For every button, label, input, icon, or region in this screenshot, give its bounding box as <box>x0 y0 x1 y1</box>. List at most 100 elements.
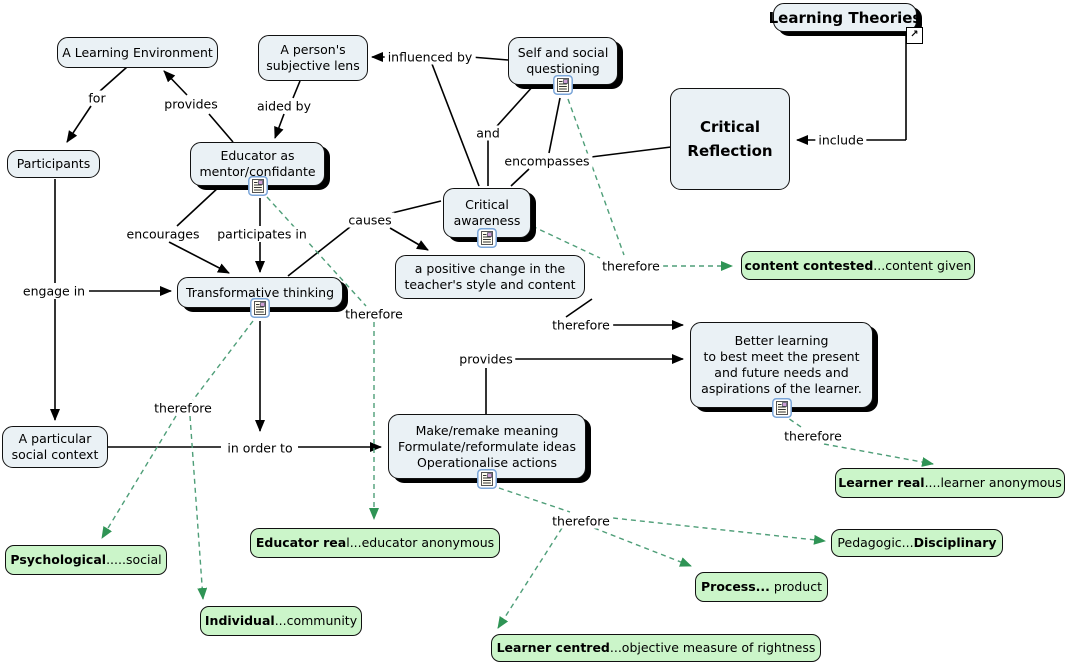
node-text: questioning <box>526 61 600 76</box>
node-text: aspirations of the learner. <box>701 381 862 396</box>
node-text-segment: ...content given <box>873 257 972 273</box>
link-line <box>292 80 301 99</box>
node-text: content contested...content given <box>745 258 972 274</box>
edge-label-therefore-educator[interactable]: therefore <box>342 306 406 322</box>
dashed-link-line <box>498 487 571 513</box>
edge-label-therefore-learner[interactable]: therefore <box>781 428 845 444</box>
node-text: mentor/confidante <box>199 164 316 179</box>
node-learning-theories[interactable]: Learning Theories↗ <box>769 3 923 44</box>
edge-label-participates-in[interactable]: participates in <box>214 226 310 242</box>
node-text: Psychological.....social <box>10 552 161 568</box>
edge-label-include[interactable]: include <box>815 132 867 148</box>
edge-label-and[interactable]: and <box>473 125 503 141</box>
resource-icon[interactable] <box>250 298 270 318</box>
document-with-image-glyph <box>250 298 270 318</box>
node-text-segment: l...educator anonymous <box>346 535 495 550</box>
edge-label-causes[interactable]: causes <box>345 212 395 228</box>
node-text: Learner real....learner anonymous <box>838 475 1061 491</box>
node-text-segment: ...objective measure of rightness <box>609 640 816 655</box>
link-line <box>590 146 672 158</box>
document-with-image-glyph <box>477 228 497 248</box>
edge-label-engage-in[interactable]: engage in <box>19 283 89 299</box>
link-line <box>99 66 128 92</box>
node-text: Learning Theories <box>768 8 922 27</box>
node-text: Learner centred...objective measure of r… <box>497 640 816 656</box>
edge-label-therefore-better[interactable]: therefore <box>549 317 613 333</box>
node-psychological-social[interactable]: Psychological.....social <box>5 545 167 575</box>
node-text-segment: Educator rea <box>255 535 347 550</box>
node-participants[interactable]: Participants <box>7 150 100 178</box>
node-text: Participants <box>16 156 91 171</box>
link-line <box>431 63 480 187</box>
edge-label-influenced-by[interactable]: influenced by <box>384 49 476 65</box>
link-line <box>391 200 442 214</box>
node-text-segment: Pedagogic... <box>837 535 914 550</box>
node-text: Critical <box>699 118 760 136</box>
node-process-product[interactable]: Process... product <box>695 572 828 602</box>
node-text: subjective lens <box>266 58 360 73</box>
node-text-segment: Learner centred <box>496 640 610 655</box>
dashed-link-line <box>593 527 692 567</box>
resource-icon[interactable] <box>553 75 573 95</box>
link-line <box>163 70 188 96</box>
dashed-link-line <box>189 415 208 600</box>
link-line <box>510 168 530 187</box>
resource-icon[interactable] <box>477 469 497 489</box>
node-text: A particular <box>18 431 92 446</box>
node-text: Formulate/reformulate ideas <box>398 438 576 454</box>
edge-label-provides-2[interactable]: provides <box>456 351 516 367</box>
node-text: Process... product <box>701 579 822 595</box>
node-transformative-thinking[interactable]: Transformative thinking <box>177 277 343 318</box>
node-text-segment: product <box>769 579 822 594</box>
edge-label-therefore-content[interactable]: therefore <box>599 258 663 274</box>
dashed-link-line <box>192 320 254 401</box>
edge-label-encompasses[interactable]: encompasses <box>501 153 593 169</box>
link-arrow-icon[interactable]: ↗ <box>906 27 923 44</box>
dashed-link-line <box>612 517 826 545</box>
resource-icon[interactable] <box>477 228 497 248</box>
dashed-link-line <box>567 98 625 256</box>
edge-label-for[interactable]: for <box>85 90 109 106</box>
edge-label-provides-1[interactable]: provides <box>161 96 221 112</box>
node-individual-community[interactable]: Individual...community <box>200 606 362 636</box>
resource-icon[interactable] <box>247 176 268 196</box>
node-text-segment: Disciplinary <box>913 535 997 550</box>
link-line <box>208 113 234 143</box>
node-educator-real[interactable]: Educator real...educator anonymous <box>250 528 500 558</box>
node-text: A Learning Environment <box>62 44 213 60</box>
edge-label-aided-by[interactable]: aided by <box>254 98 314 114</box>
node-text-segment: Individual <box>204 613 275 628</box>
document-with-image-glyph <box>247 176 268 196</box>
link-line <box>66 105 92 143</box>
node-learner-centred[interactable]: Learner centred...objective measure of r… <box>491 634 821 662</box>
edge-label-encourages[interactable]: encourages <box>123 226 203 242</box>
node-text: Individual...community <box>205 613 357 629</box>
edge-label-therefore-make[interactable]: therefore <box>549 513 613 529</box>
link-line <box>548 97 561 154</box>
node-a-learning-environment[interactable]: A Learning Environment <box>57 37 218 68</box>
link-line <box>389 227 429 251</box>
node-text-segment: ....learner anonymous <box>924 475 1062 490</box>
link-line <box>274 113 285 139</box>
node-text: Reflection <box>687 142 773 160</box>
node-pedagogic-disciplinary[interactable]: Pedagogic...Disciplinary <box>831 529 1003 557</box>
node-learner-real[interactable]: Learner real....learner anonymous <box>835 468 1065 498</box>
resource-icon[interactable] <box>771 398 792 418</box>
edge-label-in-order-to[interactable]: in order to <box>224 440 296 456</box>
node-content-contested[interactable]: content contested...content given <box>741 251 975 280</box>
node-text: Operationalise actions <box>417 454 557 470</box>
node-text-segment: Learner real <box>838 475 925 490</box>
node-text: Critical <box>465 197 509 212</box>
edge-label-therefore-psych[interactable]: therefore <box>151 400 215 416</box>
document-with-image-glyph <box>771 398 792 418</box>
document-with-image-glyph <box>553 75 573 95</box>
